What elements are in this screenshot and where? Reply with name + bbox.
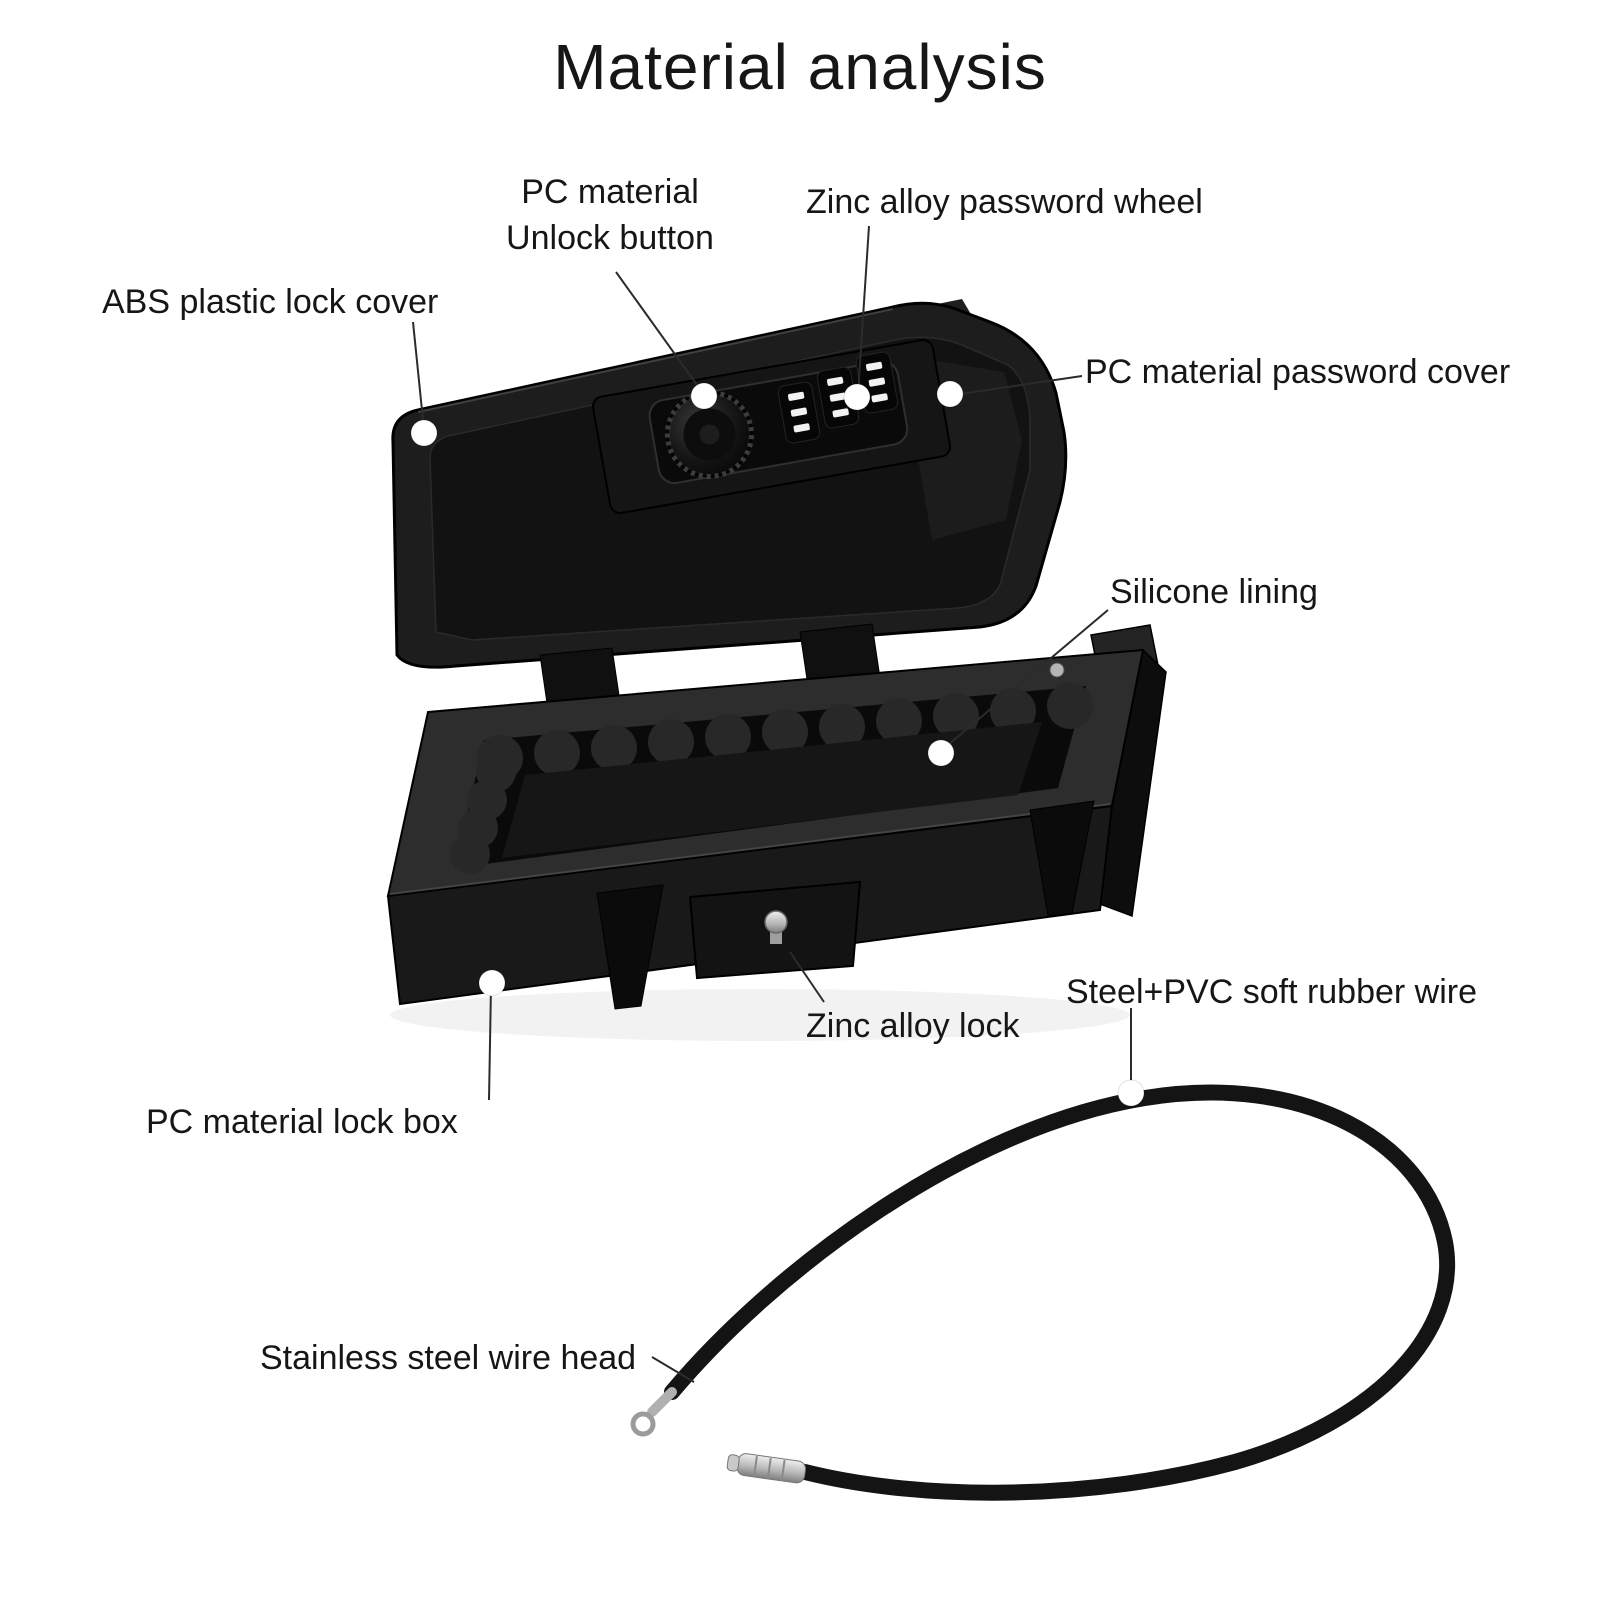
rim-screw <box>1049 662 1065 678</box>
label-rubber-wire: Steel+PVC soft rubber wire <box>1066 973 1478 1011</box>
unlock-knob-center <box>699 424 720 445</box>
zinc-lock-art <box>688 880 862 980</box>
cable-body <box>664 1084 1456 1501</box>
leader-line-password-wheel <box>857 225 870 395</box>
callout-dots <box>410 380 1145 1107</box>
lock-pin-head <box>764 910 788 934</box>
cable-crimp <box>647 1387 677 1417</box>
wheel-digit-mark <box>832 408 849 418</box>
cable-ferrule <box>726 1453 806 1484</box>
wheel-digit-mark <box>826 376 844 386</box>
wheel-digit-mark <box>868 377 886 387</box>
silicone-lining-art <box>450 683 1093 874</box>
leader-line-wire-head <box>651 1356 695 1383</box>
leader-line-lock-cover <box>412 321 425 431</box>
cable-eyelet <box>630 1411 656 1437</box>
leader-line-password-cover <box>959 375 1083 395</box>
silicone-lining-floor <box>502 722 1042 858</box>
leader-line-lock-box <box>488 985 492 1101</box>
ground-shadow <box>390 989 1130 1041</box>
ferrule-tip <box>726 1454 740 1472</box>
label-password-cover: PC material password cover <box>1085 353 1511 391</box>
fin-left <box>596 884 664 1010</box>
callout-dot-lock-box <box>478 969 506 997</box>
wheel-digit-mark <box>787 391 805 401</box>
label-lock-box: PC material lock box <box>146 1103 458 1141</box>
label-wire-head: Stainless steel wire head <box>260 1339 637 1377</box>
hinges <box>539 623 881 711</box>
label-zinc-lock: Zinc alloy lock <box>806 1007 1020 1045</box>
leader-line-silicone-lining <box>941 609 1109 751</box>
label-silicone-lining: Silicone lining <box>1110 573 1318 611</box>
wheel-digit-mark <box>865 361 883 371</box>
combination-lock <box>591 339 952 515</box>
fin-right <box>1029 800 1095 917</box>
lockbox-base <box>386 624 1167 1010</box>
wheel-digit-mark <box>793 423 810 433</box>
label-unlock-button: PC material Unlock button <box>506 173 714 257</box>
wheel-digit-mark <box>829 392 847 402</box>
lid-edge-highlight <box>417 308 894 413</box>
wheel-digit-mark <box>790 407 808 417</box>
callout-dot-lock-cover <box>410 419 438 447</box>
base-front-highlight <box>389 803 1111 895</box>
callout-dot-rubber-wire <box>1117 1079 1145 1107</box>
security-cable <box>630 1084 1456 1501</box>
callout-dot-password-cover <box>936 380 964 408</box>
label-password-wheel: Zinc alloy password wheel <box>806 183 1203 221</box>
wheel-digit-mark <box>871 393 888 403</box>
leader-lines <box>412 225 1132 1383</box>
label-lock-cover: ABS plastic lock cover <box>102 283 439 321</box>
ferrule-body <box>736 1453 806 1484</box>
leader-line-zinc-lock <box>789 951 825 1003</box>
callout-dot-password-wheel <box>843 383 871 411</box>
leader-line-unlock-button <box>615 271 703 393</box>
page-title: Material analysis <box>553 31 1047 103</box>
callout-dot-silicone-lining <box>927 739 955 767</box>
callout-dot-unlock-button <box>690 382 718 410</box>
